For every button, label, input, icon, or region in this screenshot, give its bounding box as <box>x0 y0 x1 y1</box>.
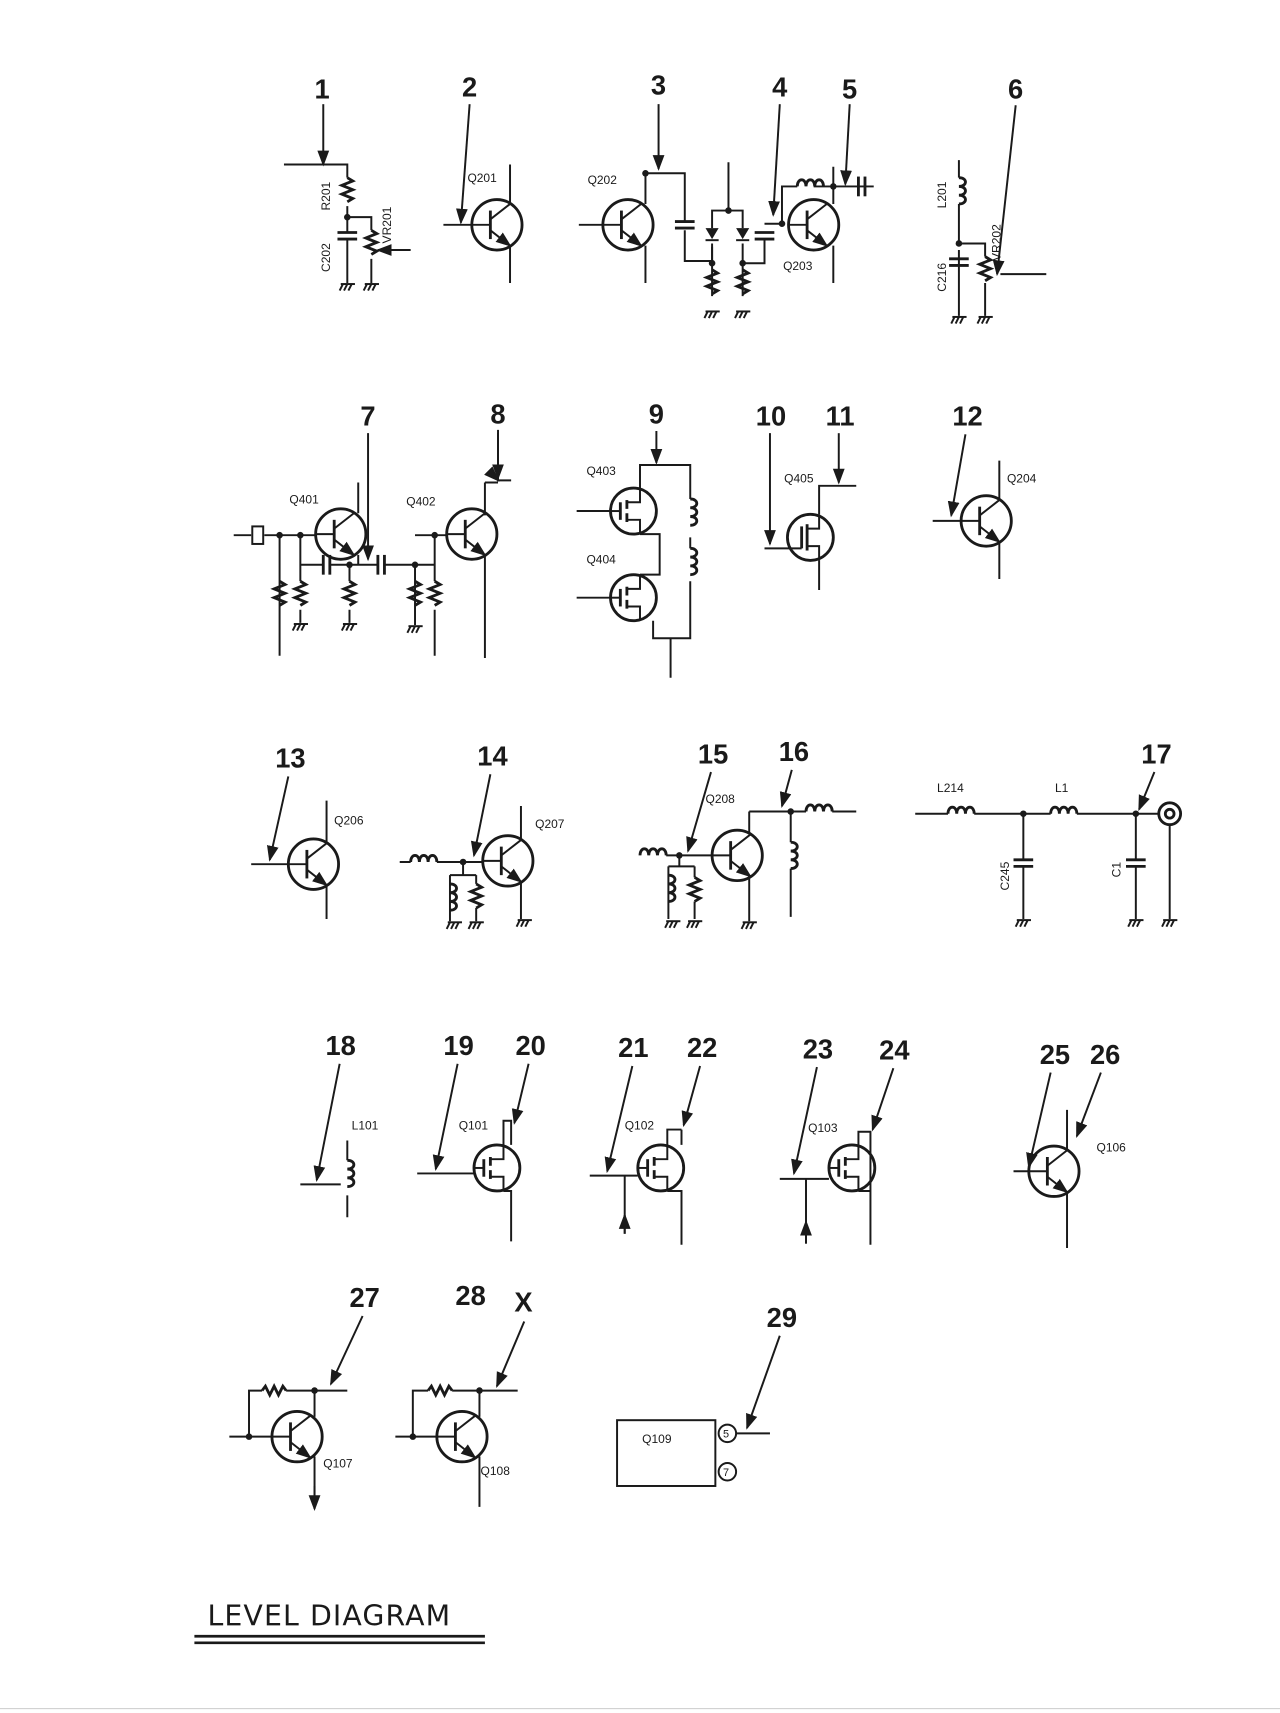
circuit-point-27: 27 Q107 <box>229 1282 380 1511</box>
point-label-1: 1 <box>315 74 330 105</box>
component-label-Q201: Q201 <box>467 171 497 185</box>
point-label-16: 16 <box>779 736 809 767</box>
point-label-2: 2 <box>462 71 477 102</box>
point-label-8: 8 <box>490 398 505 429</box>
component-label-Q107: Q107 <box>323 1456 353 1470</box>
point-label-5: 5 <box>842 74 857 105</box>
point-label-22: 22 <box>687 1032 717 1063</box>
circuit-points-23-24: 23 24 Q103 <box>779 1033 910 1245</box>
component-label-Q403: Q403 <box>586 464 616 478</box>
circuit-points-15-16: 15 16 Q208 <box>638 736 857 930</box>
component-label-Q402: Q402 <box>406 495 436 509</box>
component-label-Q109: Q109 <box>642 1432 672 1446</box>
component-label-Q203: Q203 <box>783 259 813 273</box>
component-label-L201: L201 <box>935 181 949 208</box>
diagram-title: LEVEL DIAGRAM <box>208 1599 452 1632</box>
component-label-Q108: Q108 <box>481 1464 511 1478</box>
component-label-VR202: VR202 <box>989 224 1003 261</box>
component-label-Q103: Q103 <box>808 1121 838 1135</box>
point-label-3: 3 <box>651 69 666 100</box>
circuit-point-12: 12 Q204 <box>932 400 1037 580</box>
circuit-points-7-8: 7 8 Q401 Q402 <box>233 398 512 659</box>
circuit-points-25-26: 25 26 Q106 <box>1013 1039 1127 1249</box>
point-label-15: 15 <box>698 738 728 769</box>
point-label-29: 29 <box>767 1302 797 1333</box>
circuit-points-28-X: 28 X Q108 <box>395 1280 533 1507</box>
circuit-points-10-11: 10 11 Q405 <box>756 400 857 591</box>
component-label-VR201: VR201 <box>380 206 394 243</box>
circuit-point-18: 18 L101 <box>300 1030 379 1218</box>
point-label-11: 11 <box>826 400 855 431</box>
point-label-19: 19 <box>443 1030 473 1061</box>
component-label-Q202: Q202 <box>588 173 618 187</box>
point-label-7: 7 <box>360 400 375 431</box>
component-label-Q404: Q404 <box>586 553 616 567</box>
circuit-point-29: 29 Q109 5 7 <box>616 1302 797 1487</box>
circuit-points-3-4-5: 3 4 5 Q202 Q203 <box>578 69 874 320</box>
component-label-Q102: Q102 <box>625 1119 655 1133</box>
point-label-X: X <box>514 1287 533 1318</box>
component-label-Q207: Q207 <box>535 817 565 831</box>
circuit-points-19-20: 19 20 Q101 <box>417 1030 546 1242</box>
pin-label-7: 7 <box>723 1467 729 1479</box>
point-label-9: 9 <box>649 398 664 429</box>
point-label-24: 24 <box>879 1034 910 1065</box>
circuit-point-9: 9 Q403 Q404 <box>576 398 699 678</box>
component-label-R201: R201 <box>319 181 333 210</box>
point-label-20: 20 <box>515 1030 545 1061</box>
circuit-points-21-22: 21 22 Q102 <box>589 1032 717 1245</box>
circuit-point-14: 14 Q207 <box>399 740 565 930</box>
point-label-12: 12 <box>952 400 982 431</box>
component-label-Q206: Q206 <box>334 814 364 828</box>
component-label-Q101: Q101 <box>459 1119 489 1133</box>
component-label-C245: C245 <box>998 861 1012 890</box>
component-label-L214: L214 <box>937 781 964 795</box>
circuit-point-13: 13 Q206 <box>251 743 364 920</box>
point-label-25: 25 <box>1040 1039 1070 1070</box>
point-label-4: 4 <box>772 71 788 102</box>
point-label-6: 6 <box>1008 74 1023 105</box>
circuit-point-6: 6 L201 VR202 C216 <box>935 74 1047 325</box>
point-label-18: 18 <box>325 1030 355 1061</box>
point-label-28: 28 <box>455 1280 485 1311</box>
point-label-21: 21 <box>618 1032 648 1063</box>
component-label-L101: L101 <box>352 1119 379 1133</box>
component-label-L1: L1 <box>1055 781 1069 795</box>
circuit-point-17: 17 L214 L1 C245 C1 <box>915 738 1183 928</box>
circuit-point-1: 1 R201 VR201 C202 <box>283 74 411 292</box>
point-label-23: 23 <box>803 1033 833 1064</box>
component-label-C216: C216 <box>935 263 949 292</box>
point-label-10: 10 <box>756 400 786 431</box>
point-label-17: 17 <box>1141 738 1171 769</box>
component-label-C1: C1 <box>1110 862 1124 878</box>
component-label-Q405: Q405 <box>784 472 814 486</box>
point-label-13: 13 <box>275 743 305 774</box>
component-label-Q204: Q204 <box>1007 472 1037 486</box>
component-label-Q106: Q106 <box>1097 1140 1127 1154</box>
point-label-27: 27 <box>349 1282 379 1313</box>
component-label-C202: C202 <box>319 243 333 272</box>
point-label-14: 14 <box>477 740 508 771</box>
circuit-point-2: 2 Q201 <box>443 71 522 283</box>
point-label-26: 26 <box>1090 1039 1120 1070</box>
component-label-Q208: Q208 <box>706 792 736 806</box>
pin-label-5: 5 <box>723 1429 729 1441</box>
component-label-Q401: Q401 <box>289 492 319 506</box>
